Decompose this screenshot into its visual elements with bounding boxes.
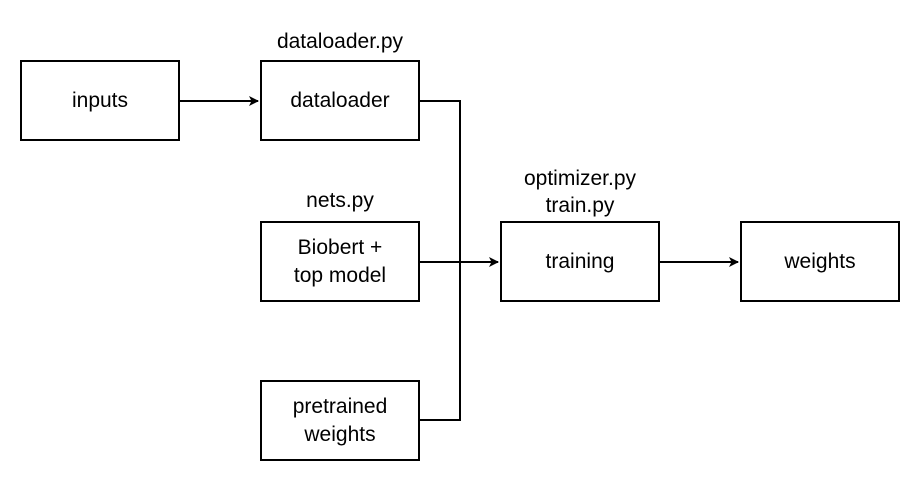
model-box: Biobert + top model bbox=[260, 221, 420, 302]
training-caption: optimizer.py train.py bbox=[523, 167, 637, 217]
weights-box: weights bbox=[740, 221, 900, 302]
weights-label: weights bbox=[784, 249, 856, 273]
edge-pretrained-to-training bbox=[420, 262, 461, 421]
dataloader-box: dataloader bbox=[260, 60, 420, 141]
inputs-label: inputs bbox=[71, 88, 129, 112]
pretrained-weights-box: pretrained weights bbox=[260, 380, 420, 461]
pretrained-weights-label: pretrained weights bbox=[292, 394, 388, 446]
model-label: Biobert + top model bbox=[293, 235, 387, 287]
edge-dataloader-to-training bbox=[420, 100, 461, 262]
dataloader-label: dataloader bbox=[290, 88, 390, 112]
model-caption: nets.py bbox=[306, 189, 374, 212]
dataloader-caption: dataloader.py bbox=[276, 30, 404, 53]
training-label: training bbox=[545, 249, 615, 273]
inputs-box: inputs bbox=[20, 60, 180, 141]
training-box: training bbox=[500, 221, 660, 302]
